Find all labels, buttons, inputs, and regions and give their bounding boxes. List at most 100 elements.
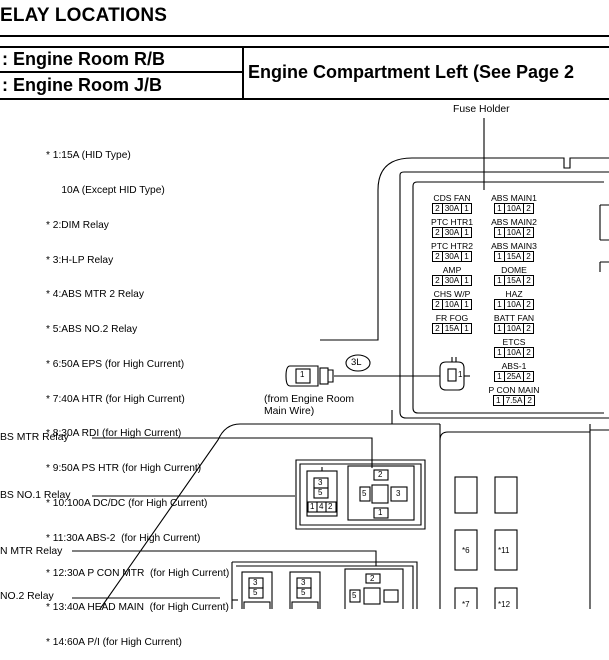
connector-pin-left: 1 <box>300 370 305 379</box>
fuse-name: ABS MAIN2 <box>491 217 537 227</box>
note-item: * 4:ABS MTR 2 Relay <box>46 289 144 301</box>
wire-note-line: (from Engine Room <box>264 394 355 405</box>
relay-label-n-mtr: N MTR Relay <box>0 546 63 557</box>
fuse-pin: 1 <box>464 228 469 237</box>
relay-pin: 3 <box>318 478 323 487</box>
fuse-name: FR FOG <box>435 313 469 323</box>
fuse-amp: 10A <box>443 300 463 309</box>
fuse-pin: 1 <box>495 324 505 333</box>
relay-pin: 3 <box>396 489 401 498</box>
relay-pin: 1 <box>378 508 383 517</box>
fuse-amp: 30A <box>443 252 463 261</box>
fuse-pin: 1 <box>495 276 505 285</box>
fuse-pin: 1 <box>495 372 505 381</box>
relay-label-abs-mtr: BS MTR Relay <box>0 432 69 443</box>
fuse-pin: 2 <box>526 372 531 381</box>
fuse-pin: 2 <box>526 252 531 261</box>
fuse-pin: 1 <box>464 300 469 309</box>
slot-label-6: *6 <box>462 546 470 555</box>
fuse-pin: 1 <box>495 228 505 237</box>
fuse-pin: 1 <box>495 300 505 309</box>
fuse-amp: 10A <box>505 300 525 309</box>
fuse-amp: 10A <box>505 324 525 333</box>
fuse-name: PTC HTR2 <box>430 241 474 251</box>
fuse-pin: 1 <box>495 348 505 357</box>
fuse-pin: 2 <box>526 348 531 357</box>
note-item: * 2:DIM Relay <box>46 219 109 231</box>
note-item: * 5:ABS NO.2 Relay <box>46 324 138 336</box>
fuse-pin: 2 <box>527 396 532 405</box>
fuse-name: ABS-1 <box>501 361 527 371</box>
fuse-pin: 2 <box>433 204 443 213</box>
fuse-name: ETCS <box>502 337 526 347</box>
fuse-name: ABS MAIN3 <box>491 241 537 251</box>
header-engine-room-jb: : Engine Room J/B <box>2 75 163 95</box>
slot-label-7: *7 <box>462 600 470 609</box>
relay-label-abs-no1: BS NO.1 Relay <box>0 490 71 501</box>
fuse-amp: 15A <box>443 324 463 333</box>
fuse-name: BATT FAN <box>493 313 535 323</box>
connector-id-label: 3L <box>351 357 362 368</box>
note-item: * 12:30A P CON MTR (for High Current) <box>46 567 230 579</box>
fuse-name: CHS W/P <box>433 289 471 299</box>
wire-note-line: Main Wire) <box>264 405 315 417</box>
note-item: * 1:15A (HID Type) <box>46 150 131 162</box>
fuse-pin: 2 <box>526 204 531 213</box>
header-rule-bottom <box>0 98 609 100</box>
note-item: * 3:H-LP Relay <box>46 254 114 266</box>
relay-pin: 5 <box>362 489 367 498</box>
note-item: * 14:60A P/I (for High Current) <box>46 637 182 649</box>
fuse-pin: 1 <box>464 276 469 285</box>
header-engine-room-rb: : Engine Room R/B <box>2 49 165 69</box>
relay-pin: 5 <box>352 591 357 600</box>
header-engine-compartment-left: Engine Compartment Left (See Page 2 <box>248 62 575 82</box>
fuse-holder-label: Fuse Holder <box>453 104 510 115</box>
fuse-pin: 1 <box>464 204 469 213</box>
fuse-pin: 2 <box>433 300 443 309</box>
note-item: * 13:40A HEAD MAIN (for High Current) <box>46 602 229 614</box>
fuse-name: HAZ <box>505 289 523 299</box>
fuse-amp: 7.5A <box>504 396 526 405</box>
fuse-name: DOME <box>501 265 527 275</box>
note-item: * 8:30A RDI (for High Current) <box>46 428 182 440</box>
fuse-name: P CON MAIN <box>488 385 540 395</box>
header-column-divider <box>242 46 244 98</box>
slot-label-11: *11 <box>498 546 510 555</box>
fuse-pin: 2 <box>433 276 443 285</box>
relay-location-diagram <box>72 118 609 609</box>
note-item: * 6:50A EPS (for High Current) <box>46 358 185 370</box>
fuse-amp: 30A <box>443 204 463 213</box>
note-item: 10A (Except HID Type) <box>50 184 165 196</box>
fuse-name: AMP <box>442 265 462 275</box>
fuse-name: ABS MAIN1 <box>491 193 537 203</box>
relay-pin: 1 <box>310 502 315 511</box>
fuse-pin: 2 <box>526 228 531 237</box>
fuse-pin: 1 <box>495 204 505 213</box>
fuse-pin: 1 <box>494 396 504 405</box>
relay-pin: 4 <box>319 502 324 511</box>
relay-pin: 2 <box>378 470 383 479</box>
relay-label-no2: NO.2 Relay <box>0 591 54 602</box>
fuse-amp: 30A <box>443 228 463 237</box>
fuse-name: PTC HTR1 <box>430 217 474 227</box>
fuse-amp: 15A <box>505 276 525 285</box>
fuse-amp: 10A <box>505 228 525 237</box>
relay-pin: 3 <box>301 578 306 587</box>
connector-pin-right: 1 <box>458 370 463 379</box>
fuse-pin: 2 <box>433 228 443 237</box>
relay-pin: 5 <box>253 588 258 597</box>
relay-pin: 5 <box>318 488 323 497</box>
slot-label-12: *12 <box>498 600 511 609</box>
